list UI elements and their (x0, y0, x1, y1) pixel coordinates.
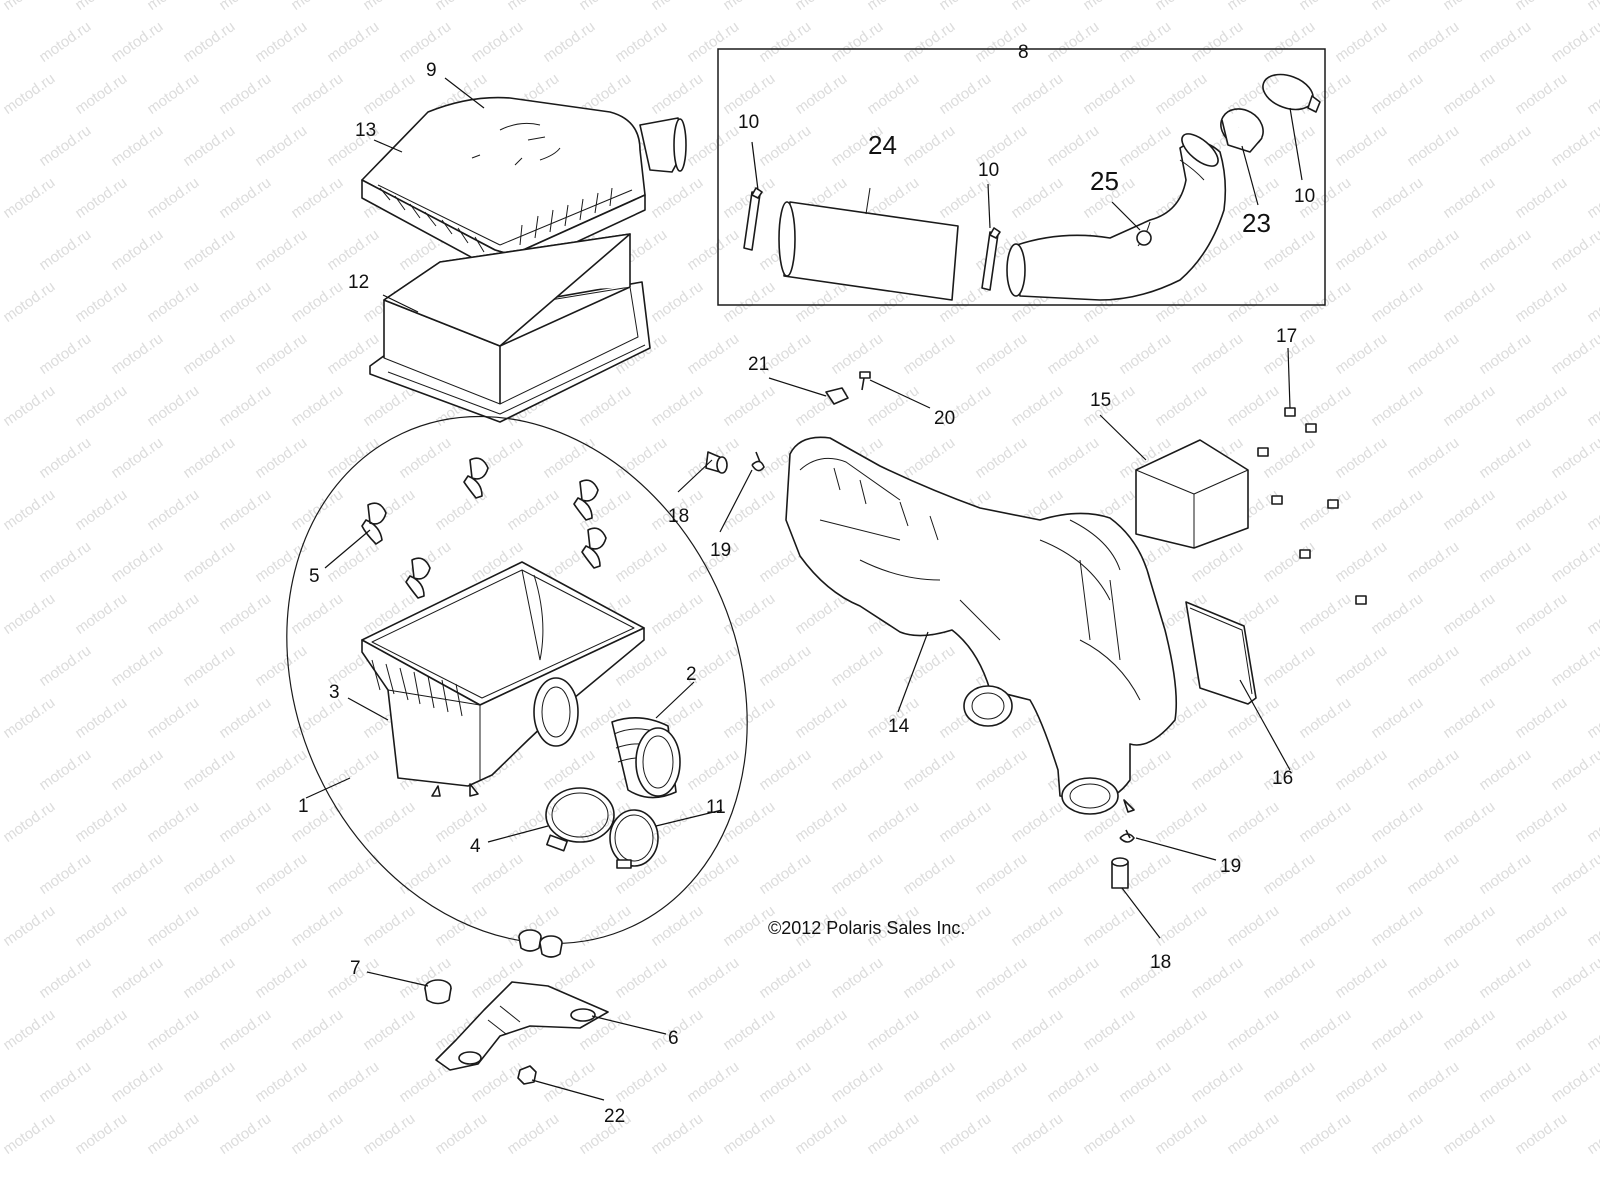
label-16: 16 (1272, 768, 1293, 789)
label-7: 7 (350, 958, 361, 979)
label-15: 15 (1090, 390, 1111, 411)
label-12: 12 (348, 272, 369, 293)
mount-bracket (435, 981, 609, 1071)
clamp-10-right (1262, 73, 1321, 113)
label-21: 21 (748, 354, 769, 375)
label-10-left: 10 (738, 112, 759, 133)
intake-coupler (611, 717, 681, 799)
leader-lines (305, 77, 1303, 1101)
label-24: 24 (868, 130, 897, 160)
part-labels: 9 13 12 5 3 1 4 2 11 7 6 22 8 10 24 10 2… (298, 42, 1315, 1127)
hose-clamp-11 (609, 809, 659, 869)
label-8: 8 (1018, 42, 1029, 63)
label-13: 13 (355, 120, 376, 141)
spring-clips (361, 457, 607, 599)
small-fittings-bottom (1111, 829, 1135, 889)
label-14: 14 (888, 716, 910, 737)
airbox-base (361, 561, 645, 797)
label-19-top: 19 (710, 540, 731, 561)
intake-tube-24 (778, 187, 959, 301)
label-22: 22 (604, 1106, 625, 1127)
label-18-bottom: 18 (1150, 952, 1171, 973)
clamp-10-mid (981, 227, 1001, 291)
label-6: 6 (668, 1028, 679, 1049)
label-5: 5 (309, 566, 320, 587)
label-3: 3 (329, 682, 340, 703)
label-4: 4 (470, 836, 481, 857)
small-fittings-top (705, 371, 871, 474)
label-10-right: 10 (1294, 186, 1315, 207)
kit-box (717, 48, 1326, 306)
label-10-mid: 10 (978, 160, 999, 181)
bolt-22 (517, 1065, 537, 1085)
label-17: 17 (1276, 326, 1297, 347)
label-1: 1 (298, 796, 309, 817)
label-2: 2 (686, 664, 697, 685)
clamp-23 (1220, 108, 1264, 153)
grommets (424, 929, 563, 1005)
air-filter (369, 233, 651, 423)
foam-block-15 (1135, 439, 1249, 549)
label-11: 11 (706, 797, 726, 818)
label-20: 20 (934, 408, 955, 429)
label-25: 25 (1090, 166, 1119, 196)
airbox-cover (361, 96, 687, 273)
label-23: 23 (1242, 208, 1271, 238)
assembly-group-outline (286, 415, 748, 945)
label-9: 9 (426, 60, 437, 81)
intake-tract (785, 436, 1177, 815)
screws-17 (1257, 407, 1367, 605)
clamp-10-left (743, 187, 763, 251)
copyright-text: ©2012 Polaris Sales Inc. (768, 918, 965, 938)
label-19-bottom: 19 (1220, 856, 1241, 877)
intake-duct-25 (1006, 133, 1227, 301)
label-18-top: 18 (668, 506, 689, 527)
hose-clamp-4 (545, 787, 615, 852)
